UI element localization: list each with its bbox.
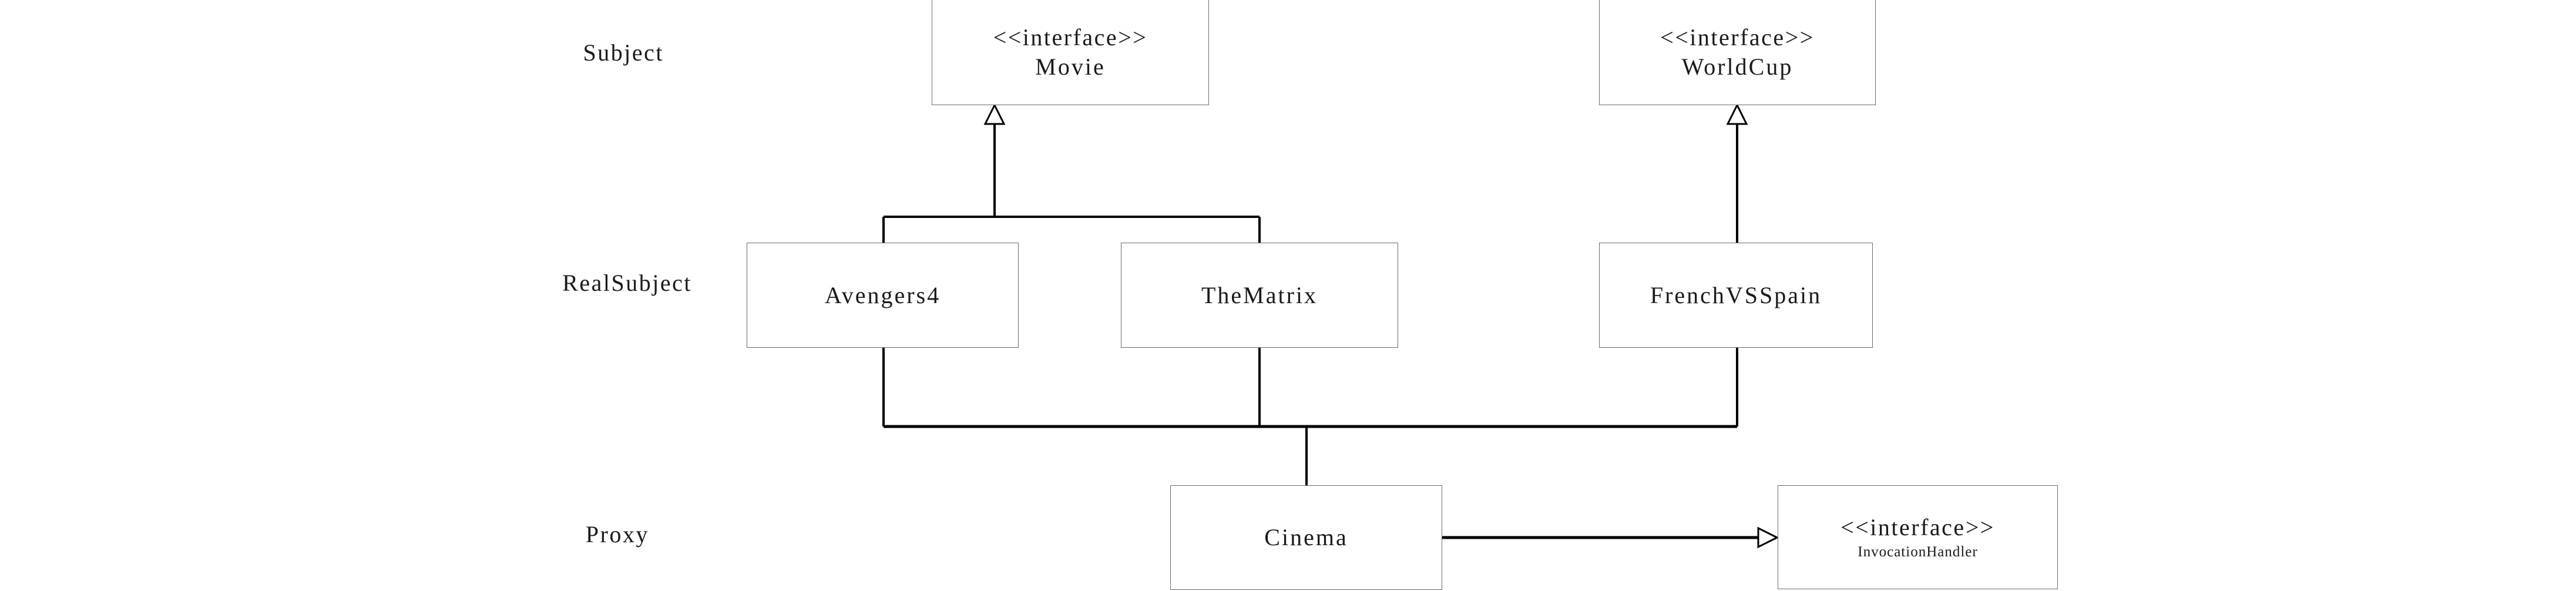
row-label-proxy: Proxy [585, 521, 649, 548]
row-label-subject: Subject [583, 39, 664, 66]
row-label-realsubject: RealSubject [562, 270, 692, 296]
class-box-cinema[interactable]: Cinema [1170, 485, 1442, 590]
class-box-thematrix[interactable]: TheMatrix [1121, 243, 1398, 348]
interface-box-movie[interactable]: <<interface>> Movie [932, 0, 1209, 105]
stereotype-label-invocationhandler: <<interface>> [1841, 514, 1995, 541]
edge-worldcup-generalization [1726, 103, 1748, 243]
edge-cinema-implements-invocationhandler [1442, 526, 1779, 549]
edge-cinema-to-realsubjects [882, 348, 1738, 486]
hollow-triangle-arrowhead-movie [983, 103, 1006, 125]
node-name-worldcup: WorldCup [1681, 53, 1794, 80]
class-box-frenchvsspain[interactable]: FrenchVSSpain [1599, 243, 1873, 348]
class-box-avengers4[interactable]: Avengers4 [747, 243, 1019, 348]
interface-box-invocationhandler[interactable]: <<interface>> InvocationHandler [1778, 485, 2058, 589]
stereotype-label-movie: <<interface>> [993, 24, 1148, 51]
hollow-triangle-arrowhead-worldcup [1726, 103, 1748, 125]
stereotype-label-worldcup: <<interface>> [1660, 24, 1815, 51]
node-name-invocationhandler: InvocationHandler [1858, 543, 1978, 560]
node-name-cinema: Cinema [1264, 524, 1348, 551]
node-name-frenchvsspain: FrenchVSSpain [1650, 281, 1822, 308]
interface-box-worldcup[interactable]: <<interface>> WorldCup [1599, 0, 1876, 105]
edge-movie-generalization [882, 103, 1261, 243]
node-name-thematrix: TheMatrix [1201, 281, 1318, 308]
node-name-movie: Movie [1035, 53, 1106, 80]
node-name-avengers4: Avengers4 [824, 281, 941, 308]
hollow-triangle-arrowhead-invocationhandler [1757, 526, 1779, 549]
